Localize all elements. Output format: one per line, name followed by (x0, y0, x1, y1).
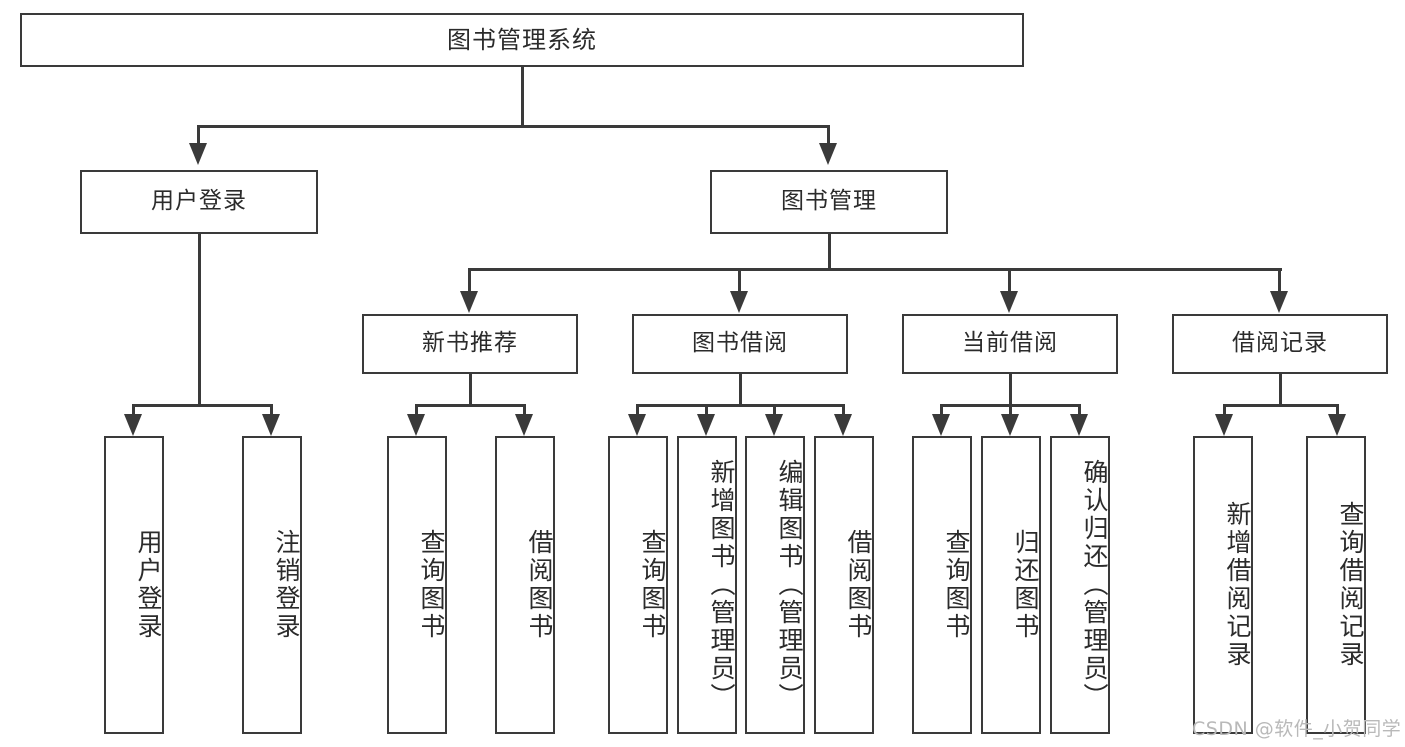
leaf-return-book[interactable]: 归还图书 (981, 436, 1041, 734)
connector-bookmgmt-drop-2 (738, 268, 741, 292)
arrow-to-leaf-edit-book (765, 414, 783, 436)
csdn-watermark: CSDN @软件_小贺同学 (1192, 714, 1401, 741)
arrow-to-leaf-user-login (124, 414, 142, 436)
connector-root-drop-left (197, 125, 200, 143)
connector-newbook-drop-2 (523, 404, 526, 415)
leaf-query-book-newbook[interactable]: 查询图书 (387, 436, 447, 734)
arrow-to-leaf-query-record (1328, 414, 1346, 436)
arrow-to-leaf-borrow-book-1 (515, 414, 533, 436)
node-label: 图书管理 (781, 188, 877, 215)
node-label: 注销登录 (272, 529, 301, 641)
node-label: 用户登录 (151, 188, 247, 215)
node-label: 借阅图书 (844, 529, 873, 641)
node-label: 查询借阅记录 (1336, 501, 1365, 669)
connector-bookborrow-drop-2 (705, 404, 708, 415)
node-label: 新增图书（管理员） (707, 459, 736, 711)
node-book-borrow[interactable]: 图书借阅 (632, 314, 848, 374)
connector-currentborrow-drop-2 (1009, 404, 1012, 415)
connector-bookmgmt-stem (828, 234, 831, 270)
connector-bookborrow-stem (739, 374, 742, 406)
node-user-login[interactable]: 用户登录 (80, 170, 318, 234)
arrow-to-leaf-query-book-1 (407, 414, 425, 436)
connector-borrowrecord-drop-1 (1223, 404, 1226, 415)
connector-userlogin-bus (132, 404, 272, 407)
connector-bookmgmt-bus (468, 268, 1282, 271)
connector-currentborrow-drop-1 (940, 404, 943, 415)
node-new-book-recommend[interactable]: 新书推荐 (362, 314, 578, 374)
connector-bookmgmt-drop-3 (1008, 268, 1011, 292)
connector-borrowrecord-drop-2 (1336, 404, 1339, 415)
connector-newbook-drop-1 (415, 404, 418, 415)
leaf-edit-book-admin[interactable]: 编辑图书（管理员） (745, 436, 805, 734)
connector-userlogin-stem (198, 234, 201, 406)
arrow-to-leaf-query-book-2 (628, 414, 646, 436)
leaf-query-borrow-record[interactable]: 查询借阅记录 (1306, 436, 1366, 734)
node-label: 查询图书 (638, 529, 667, 641)
connector-userlogin-drop-1 (132, 404, 135, 415)
arrow-to-new-book (460, 291, 478, 313)
connector-newbook-stem (469, 374, 472, 406)
connector-newbook-bus (415, 404, 525, 407)
leaf-borrow-book-newbook[interactable]: 借阅图书 (495, 436, 555, 734)
watermark-text: CSDN @软件_小贺同学 (1192, 718, 1402, 740)
connector-bookmgmt-drop-1 (468, 268, 471, 292)
arrow-to-leaf-logout (262, 414, 280, 436)
node-label: 查询图书 (417, 529, 446, 641)
node-label: 借阅图书 (525, 529, 554, 641)
leaf-logout[interactable]: 注销登录 (242, 436, 302, 734)
node-label: 图书管理系统 (447, 25, 597, 54)
connector-bookborrow-bus (636, 404, 844, 407)
arrow-to-borrow-record (1270, 291, 1288, 313)
arrow-to-leaf-add-book (697, 414, 715, 436)
leaf-borrow-book[interactable]: 借阅图书 (814, 436, 874, 734)
connector-bookborrow-drop-3 (773, 404, 776, 415)
leaf-user-login[interactable]: 用户登录 (104, 436, 164, 734)
leaf-add-borrow-record[interactable]: 新增借阅记录 (1193, 436, 1253, 734)
leaf-query-book-borrow[interactable]: 查询图书 (608, 436, 668, 734)
node-label: 借阅记录 (1232, 330, 1328, 357)
connector-bookmgmt-drop-4 (1278, 268, 1281, 292)
arrow-to-user-login (189, 143, 207, 165)
node-label: 查询图书 (942, 529, 971, 641)
node-label: 新增借阅记录 (1223, 501, 1252, 669)
node-root-system[interactable]: 图书管理系统 (20, 13, 1024, 67)
node-label: 图书借阅 (692, 330, 788, 357)
node-label: 编辑图书（管理员） (775, 459, 804, 711)
arrow-to-leaf-add-record (1215, 414, 1233, 436)
node-label: 确认归还（管理员） (1080, 459, 1109, 711)
arrow-to-book-borrow (730, 291, 748, 313)
connector-borrowrecord-stem (1279, 374, 1282, 406)
node-book-management[interactable]: 图书管理 (710, 170, 948, 234)
connector-currentborrow-stem (1009, 374, 1012, 406)
leaf-confirm-return-admin[interactable]: 确认归还（管理员） (1050, 436, 1110, 734)
node-label: 当前借阅 (962, 330, 1058, 357)
connector-root-drop-right (827, 125, 830, 143)
node-label: 新书推荐 (422, 330, 518, 357)
arrow-to-leaf-borrow-book-2 (834, 414, 852, 436)
node-label: 用户登录 (134, 529, 163, 641)
connector-currentborrow-drop-3 (1078, 404, 1081, 415)
arrow-to-leaf-query-book-3 (932, 414, 950, 436)
node-label: 归还图书 (1011, 529, 1040, 641)
connector-root-stem (521, 67, 524, 127)
connector-root-bus (197, 125, 827, 128)
arrow-to-book-mgmt (819, 143, 837, 165)
arrow-to-current-borrow (1000, 291, 1018, 313)
leaf-add-book-admin[interactable]: 新增图书（管理员） (677, 436, 737, 734)
arrow-to-leaf-return-book (1001, 414, 1019, 436)
arrow-to-leaf-confirm-return (1070, 414, 1088, 436)
connector-userlogin-drop-2 (270, 404, 273, 415)
node-borrow-record[interactable]: 借阅记录 (1172, 314, 1388, 374)
leaf-query-book-current[interactable]: 查询图书 (912, 436, 972, 734)
node-current-borrow[interactable]: 当前借阅 (902, 314, 1118, 374)
connector-bookborrow-drop-1 (636, 404, 639, 415)
connector-bookborrow-drop-4 (842, 404, 845, 415)
connector-borrowrecord-bus (1223, 404, 1338, 407)
